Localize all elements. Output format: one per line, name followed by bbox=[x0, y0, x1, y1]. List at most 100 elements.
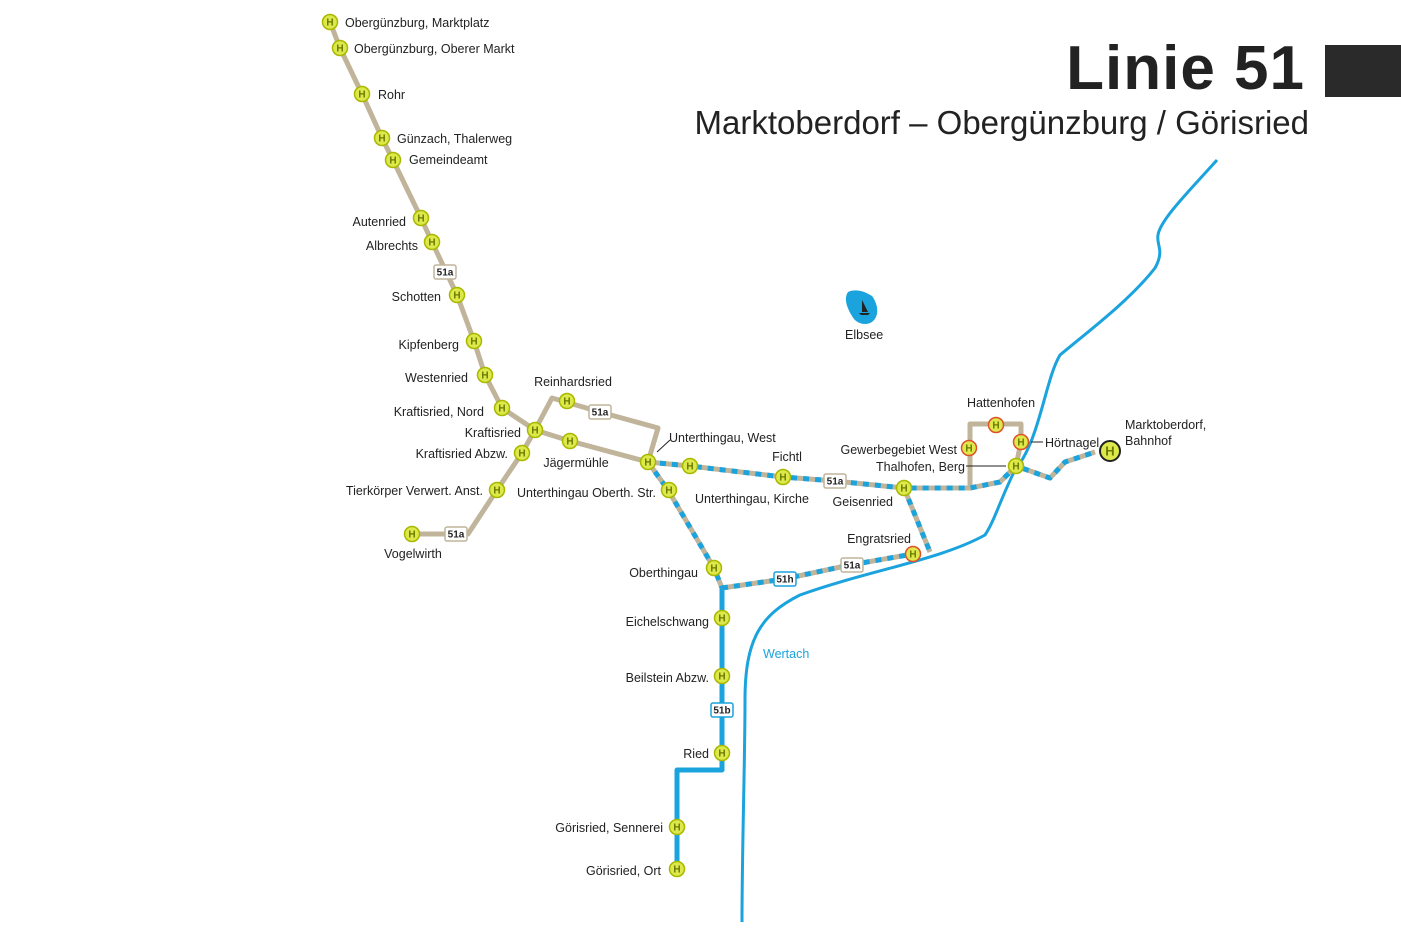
stop-label: Gemeindeamt bbox=[409, 153, 488, 167]
stop-icon bbox=[705, 559, 723, 577]
stop-marker[interactable]: H Thalhofen, Berg bbox=[876, 457, 1025, 475]
route-tag: 51a bbox=[588, 404, 612, 420]
stop-label: Hörtnagel bbox=[1045, 436, 1099, 450]
stop-icon bbox=[465, 332, 483, 350]
stop-icon bbox=[960, 439, 978, 457]
stop-letter: H bbox=[498, 404, 505, 415]
stop-label: Fichtl bbox=[772, 450, 802, 464]
stop-marker[interactable]: H Kraftisried, Nord bbox=[394, 399, 511, 420]
stop-icon bbox=[476, 366, 494, 384]
route-tag: 51a bbox=[840, 557, 864, 573]
stop-label: Gewerbegebiet West bbox=[841, 443, 958, 457]
stop-label: Obergünzburg, Oberer Markt bbox=[354, 42, 515, 56]
stop-letter: H bbox=[1017, 438, 1024, 449]
stop-label: Rohr bbox=[378, 88, 405, 102]
stop-label: Unterthingau, West bbox=[669, 431, 776, 445]
route-tag-label: 51a bbox=[827, 477, 844, 488]
stop-label: Beilstein Abzw. bbox=[626, 671, 709, 685]
stop-letter: H bbox=[481, 371, 488, 382]
stop-label: Thalhofen, Berg bbox=[876, 460, 965, 474]
stop-icon bbox=[1007, 457, 1025, 475]
stop-icon bbox=[493, 399, 511, 417]
stop-label: Unterthingau Oberth. Str. bbox=[517, 486, 656, 500]
stop-letter: H bbox=[1012, 462, 1019, 473]
leader-lines bbox=[656, 439, 1043, 467]
stop-icon bbox=[713, 609, 731, 627]
stop-icon bbox=[488, 481, 506, 499]
stop-label: Eichelschwang bbox=[626, 615, 709, 629]
route-tag-label: 51a bbox=[437, 268, 454, 279]
stop-letter: H bbox=[566, 437, 573, 448]
route-tag-label: 51a bbox=[844, 561, 861, 572]
stop-letter: H bbox=[718, 672, 725, 683]
stop-letter: H bbox=[428, 238, 435, 249]
stop-letter: H bbox=[992, 421, 999, 432]
stop-icon bbox=[774, 468, 792, 486]
stop-marker[interactable]: H Beilstein Abzw. bbox=[626, 667, 731, 686]
stop-label: Engratsried bbox=[847, 532, 911, 546]
stop-marker[interactable]: H Hörtnagel bbox=[1012, 433, 1100, 451]
stop-label: Tierkörper Verwert. Anst. bbox=[346, 484, 483, 498]
stop-icon bbox=[987, 416, 1005, 434]
stop-letter: H bbox=[665, 486, 672, 497]
stop-letter: H bbox=[686, 462, 693, 473]
stop-icon bbox=[660, 481, 678, 499]
elbsee-lake bbox=[845, 290, 878, 324]
stop-marker[interactable]: H Autenried bbox=[352, 209, 430, 230]
stop-letter: H bbox=[378, 134, 385, 145]
stop-label: Kraftisried bbox=[465, 426, 521, 440]
stop-letter: H bbox=[644, 458, 651, 469]
stop-icon bbox=[412, 209, 430, 227]
route-tag: 51h bbox=[773, 571, 797, 587]
stop-icon bbox=[904, 545, 922, 563]
stop-marker[interactable]: H Unterthingau, West bbox=[639, 431, 777, 471]
title-block bbox=[1325, 45, 1401, 97]
stop-icon bbox=[713, 744, 731, 762]
stop-icon bbox=[526, 421, 544, 439]
stop-letter: H bbox=[389, 156, 396, 167]
stop-label: Oberthingau bbox=[629, 566, 698, 580]
stop-icon bbox=[384, 151, 402, 169]
stop-label: Görisried, Sennerei bbox=[555, 821, 663, 835]
stop-label: Hattenhofen bbox=[967, 396, 1035, 410]
stop-marker[interactable]: H Unterthingau Oberth. Str. bbox=[517, 481, 678, 501]
route-tag-label: 51a bbox=[448, 530, 465, 541]
stop-marker[interactable]: H Hattenhofen bbox=[967, 396, 1035, 434]
stop-label: Autenried bbox=[352, 215, 406, 229]
stop-icon bbox=[373, 129, 391, 147]
wertach-river bbox=[740, 158, 1219, 923]
stop-letter: H bbox=[965, 444, 972, 455]
stop-icon bbox=[895, 479, 913, 497]
stop-icon bbox=[513, 444, 531, 462]
stop-label: Kraftisried, Nord bbox=[394, 405, 484, 419]
stop-letter: H bbox=[417, 214, 424, 225]
stop-marker[interactable]: H Gewerbegebiet West bbox=[841, 439, 978, 458]
stop-marker[interactable]: H Gemeindeamt bbox=[384, 151, 489, 169]
